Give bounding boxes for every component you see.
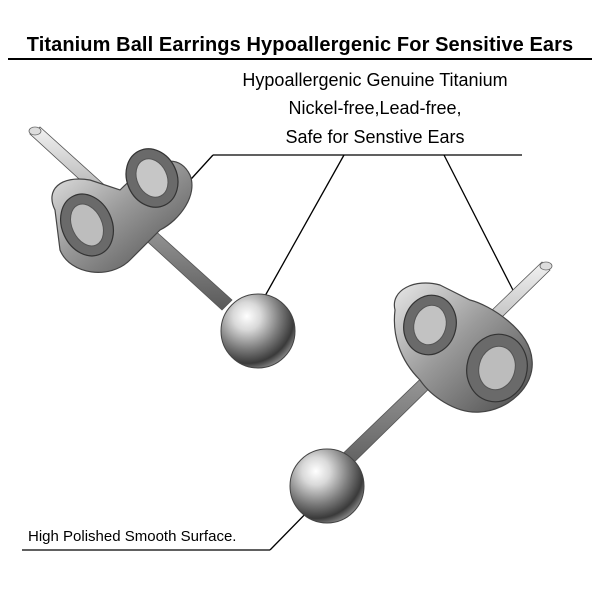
page-title: Titanium Ball Earrings Hypoallergenic Fo… bbox=[26, 34, 574, 56]
feature-sensitive-ears: Safe for Senstive Ears bbox=[285, 127, 465, 147]
earring-left-ball bbox=[220, 293, 296, 369]
earring-right bbox=[289, 261, 553, 524]
earring-right-back bbox=[393, 282, 533, 413]
earring-left-back bbox=[51, 148, 193, 273]
earring-right-ball bbox=[289, 448, 365, 524]
surface-label: High Polished Smooth Surface. bbox=[28, 528, 237, 545]
title-underline bbox=[8, 58, 592, 60]
feature-nickel-lead-free: Nickel-free,Lead-free, bbox=[288, 98, 462, 118]
earring-left bbox=[28, 126, 296, 369]
feature-titanium: Hypoallergenic Genuine Titanium bbox=[242, 70, 508, 90]
